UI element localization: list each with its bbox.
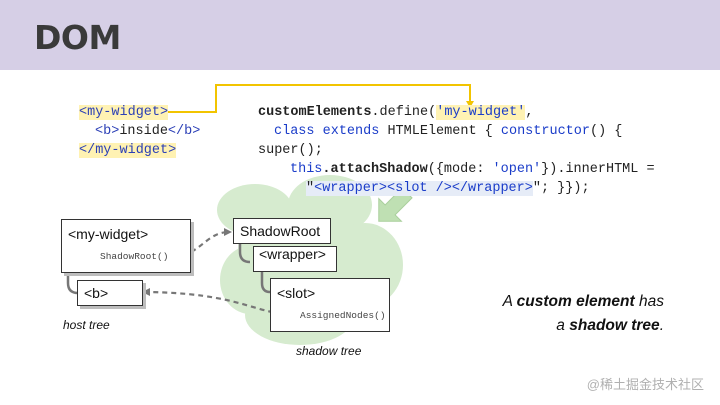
slot-node: <slot> AssignedNodes() [270, 278, 390, 332]
open-string: 'open' [492, 162, 542, 177]
host-my-widget-node: <my-widget> ShadowRoot() [61, 219, 191, 273]
dashed-shadowroot-link [173, 230, 229, 258]
widget-name-string: 'my-widget' [436, 105, 526, 120]
htmlelement-token: HTMLElement { [379, 124, 501, 139]
statement-word-has: has [634, 293, 664, 310]
my-widget-close-tag: </my-widget> [79, 143, 177, 158]
shadow-root-node: ShadowRoot [233, 218, 331, 244]
this-keyword: this [290, 162, 323, 177]
html-code-line-2: <b>inside</b> [95, 124, 200, 139]
mode-token: ({mode: [427, 162, 493, 177]
html-code-line-1: <my-widget> [79, 105, 169, 120]
host-tree-caption: host tree [63, 318, 110, 332]
shadowroot-method-label: ShadowRoot() [100, 251, 169, 262]
custom-elements-token: customElements [258, 105, 372, 120]
js-code-line-1: customElements.define('my-widget', [258, 105, 533, 120]
b-open-tag: <b> [95, 124, 120, 139]
shadow-edge-root-wrapper [238, 243, 251, 264]
host-b-node: <b> [77, 280, 143, 306]
html-code-line-3: </my-widget> [79, 143, 177, 158]
class-keyword: class [274, 124, 315, 139]
js-code-line-5: "<wrapper><slot /></wrapper>"; }}); [306, 181, 590, 196]
yellow-connector-head [466, 101, 474, 108]
closing-tokens: "; }}); [532, 181, 590, 196]
b-close-tag: </b> [167, 124, 201, 139]
js-code-line-2: class extends HTMLElement { constructor(… [274, 124, 622, 139]
quote-open: " [306, 181, 315, 196]
yellow-connector [165, 84, 471, 113]
my-widget-open-tag: <my-widget> [79, 105, 169, 120]
super-call: super(); [258, 143, 323, 158]
template-string: "<wrapper><slot /></wrapper> [306, 181, 533, 196]
assigned-nodes-method-label: AssignedNodes() [300, 310, 386, 321]
host-my-widget-label: <my-widget> [68, 226, 149, 242]
statement-line-1: A custom element has [503, 293, 664, 311]
shadow-edge-wrapper-slot [260, 272, 271, 294]
wrapper-node: <wrapper> [253, 246, 337, 272]
b-text: inside [119, 124, 168, 139]
wrapper-slot-markup: <wrapper><slot /></wrapper> [314, 181, 533, 196]
host-b-label: <b> [84, 285, 109, 301]
statement-shadow-tree: shadow tree [569, 317, 660, 334]
statement-word-a2: a [556, 317, 570, 334]
slot-label: <slot> [277, 285, 316, 301]
watermark-text: @稀土掘金技术社区 [586, 377, 704, 392]
constructor-parens: () { [590, 124, 623, 139]
statement-line-2: a shadow tree. [556, 317, 664, 335]
js-code-line-4: this.attachShadow({mode: 'open'}).innerH… [290, 162, 655, 177]
define-token: .define( [371, 105, 437, 120]
extends-keyword: extends [322, 124, 380, 139]
wrapper-label: <wrapper> [259, 246, 326, 262]
host-tree-edge [66, 272, 79, 295]
inner-html-token: }).innerHTML = [541, 162, 655, 177]
statement-custom-element: custom element [516, 293, 635, 310]
shadow-tree-caption: shadow tree [296, 344, 362, 358]
js-code-line-3: super(); [258, 143, 323, 158]
title-bar: DOM [0, 0, 720, 70]
attach-shadow-token: .attachShadow [322, 162, 428, 177]
statement-word-a: A [502, 293, 517, 310]
comma-token: , [525, 105, 534, 120]
slide-title: DOM [34, 18, 121, 57]
shadow-root-label: ShadowRoot [240, 223, 321, 239]
constructor-keyword: constructor [500, 124, 590, 139]
statement-period: . [659, 317, 664, 334]
